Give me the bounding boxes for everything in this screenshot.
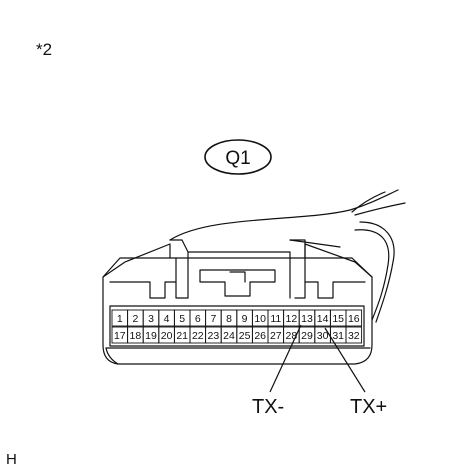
pin-number: 1: [117, 313, 123, 325]
signal-leader-tx-plus: [324, 327, 366, 393]
connector-id: Q1: [225, 148, 250, 169]
corner-label: H: [6, 451, 17, 468]
pin-number: 5: [179, 313, 185, 325]
signal-label-tx-plus: TX+: [350, 396, 387, 418]
pin-number: 4: [164, 313, 170, 325]
note-label: *2: [36, 40, 53, 59]
pin-number: 9: [242, 313, 248, 325]
pin-number: 11: [270, 313, 281, 325]
pin-number: 14: [317, 313, 329, 325]
pin-number: 3: [148, 313, 154, 325]
pin-number: 19: [145, 330, 157, 342]
pin-number: 28: [286, 330, 298, 342]
signal-label-tx-minus: TX-: [252, 396, 284, 418]
pin-number: 10: [254, 313, 266, 325]
pin-number: 32: [348, 330, 360, 342]
pin-number: 22: [192, 330, 204, 342]
pin-number: 15: [332, 313, 344, 325]
pin-number: 12: [286, 313, 298, 325]
pin-number: 8: [226, 313, 232, 325]
pin-number: 17: [114, 330, 126, 342]
pin-number: 25: [239, 330, 251, 342]
pin-number: 30: [317, 330, 329, 342]
connector-id-ellipse: [204, 139, 272, 175]
wire-harness: [169, 189, 399, 241]
pin-number: 31: [332, 330, 344, 342]
pin-cell: [345, 309, 363, 327]
pin-number: 24: [223, 330, 235, 342]
pin-number: 20: [161, 330, 173, 342]
wire-harness: [354, 229, 390, 321]
pin-number: 16: [348, 313, 360, 325]
pin-number: 26: [254, 330, 266, 342]
pin-number: 7: [210, 313, 216, 325]
pin-number: 23: [208, 330, 220, 342]
pin-number: 13: [301, 313, 313, 325]
pin-number: 2: [132, 313, 138, 325]
pin-number: 21: [176, 330, 188, 342]
pin-number: 18: [130, 330, 142, 342]
pin-cell: [345, 326, 363, 344]
pin-number: 27: [270, 330, 282, 342]
pin-number: 29: [301, 330, 313, 342]
pin-number: 6: [195, 313, 201, 325]
wire-harness: [354, 202, 406, 216]
signal-leader-tx-minus: [269, 324, 302, 393]
